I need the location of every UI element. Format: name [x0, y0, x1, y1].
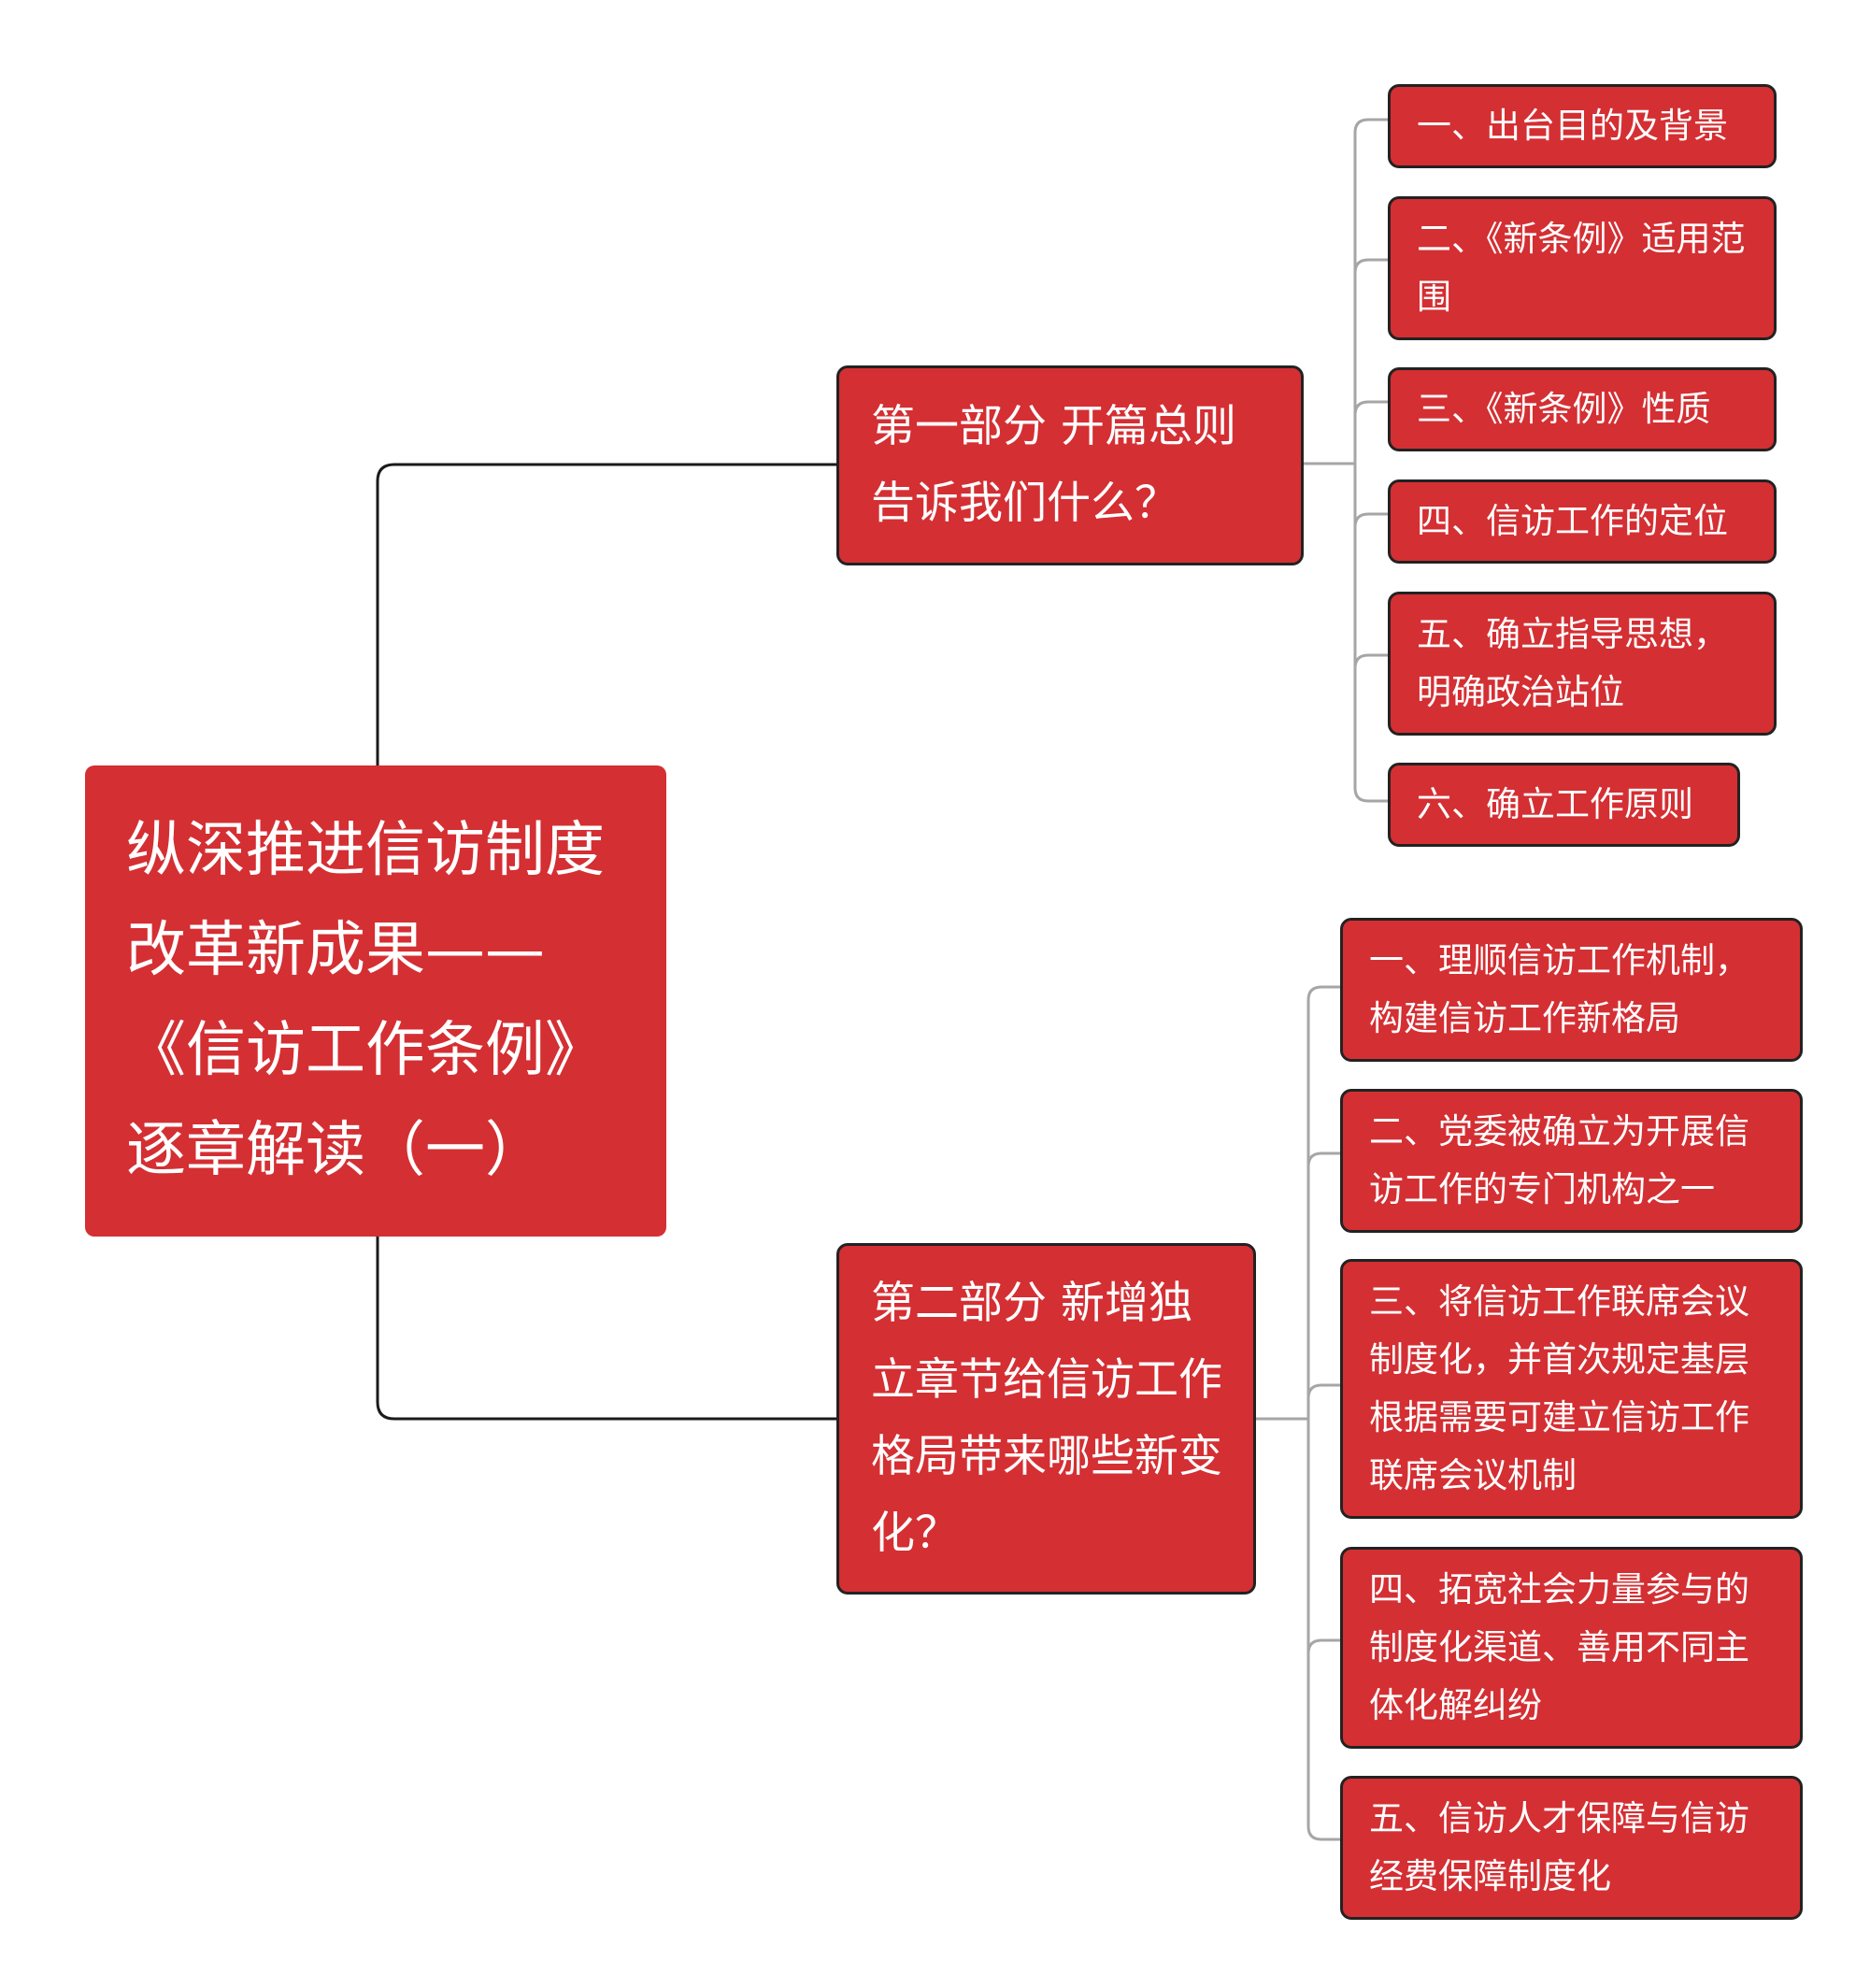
part-1-item-5[interactable]: 五、确立指导思想，明确政治站位: [1388, 592, 1777, 736]
part-2-item-4-label: 四、拓宽社会力量参与的制度化渠道、善用不同主体化解纠纷: [1369, 1569, 1749, 1725]
part-2-item-5-label: 五、信访人才保障与信访经费保障制度化: [1369, 1798, 1749, 1896]
part-1-item-4[interactable]: 四、信访工作的定位: [1388, 479, 1777, 564]
part-2-item-2-label: 二、党委被确立为开展信访工作的专门机构之一: [1369, 1111, 1749, 1209]
part-1-title: 第一部分 开篇总则告诉我们什么？: [871, 401, 1236, 529]
root-to-part-2-line: [376, 1237, 838, 1421]
root-title: 纵深推进信访制度改革新成果——《信访工作条例》逐章解读（一）: [126, 816, 605, 1185]
part-1-item-3[interactable]: 三、《新条例》性质: [1388, 367, 1777, 451]
part-2-item-1[interactable]: 一、理顺信访工作机制，构建信访工作新格局: [1340, 918, 1803, 1062]
part-2-item-3[interactable]: 三、将信访工作联席会议制度化，并首次规定基层根据需要可建立信访工作联席会议机制: [1340, 1259, 1803, 1519]
part-1-item-6[interactable]: 六、确立工作原则: [1388, 763, 1740, 847]
part-2-item-2[interactable]: 二、党委被确立为开展信访工作的专门机构之一: [1340, 1089, 1803, 1233]
part-1-item-1[interactable]: 一、出台目的及背景: [1388, 84, 1777, 168]
part-2-item-4[interactable]: 四、拓宽社会力量参与的制度化渠道、善用不同主体化解纠纷: [1340, 1547, 1803, 1749]
part-2-item-5[interactable]: 五、信访人才保障与信访经费保障制度化: [1340, 1776, 1803, 1920]
part-1-item-4-label: 四、信访工作的定位: [1417, 501, 1728, 541]
part-1-item-6-label: 六、确立工作原则: [1417, 784, 1693, 824]
part-2-node[interactable]: 第二部分 新增独立章节给信访工作格局带来哪些新变化？: [836, 1243, 1256, 1595]
part-2-item-3-label: 三、将信访工作联席会议制度化，并首次规定基层根据需要可建立信访工作联席会议机制: [1369, 1281, 1749, 1495]
part-2-item-1-label: 一、理顺信访工作机制，构建信访工作新格局: [1369, 940, 1749, 1038]
part-1-item-1-label: 一、出台目的及背景: [1417, 106, 1728, 146]
part-1-item-5-label: 五、确立指导思想，明确政治站位: [1417, 614, 1728, 712]
part-2-title: 第二部分 新增独立章节给信访工作格局带来哪些新变化？: [871, 1278, 1222, 1559]
root-node[interactable]: 纵深推进信访制度改革新成果——《信访工作条例》逐章解读（一）: [85, 765, 666, 1237]
part-1-bracket: [1302, 118, 1390, 803]
part-1-item-2-label: 二、《新条例》适用范围: [1417, 219, 1746, 317]
root-to-part-1-line: [376, 463, 838, 765]
part-2-bracket: [1254, 985, 1342, 1841]
part-1-item-3-label: 三、《新条例》性质: [1417, 389, 1711, 429]
part-1-item-2[interactable]: 二、《新条例》适用范围: [1388, 196, 1777, 340]
part-1-node[interactable]: 第一部分 开篇总则告诉我们什么？: [836, 365, 1304, 565]
